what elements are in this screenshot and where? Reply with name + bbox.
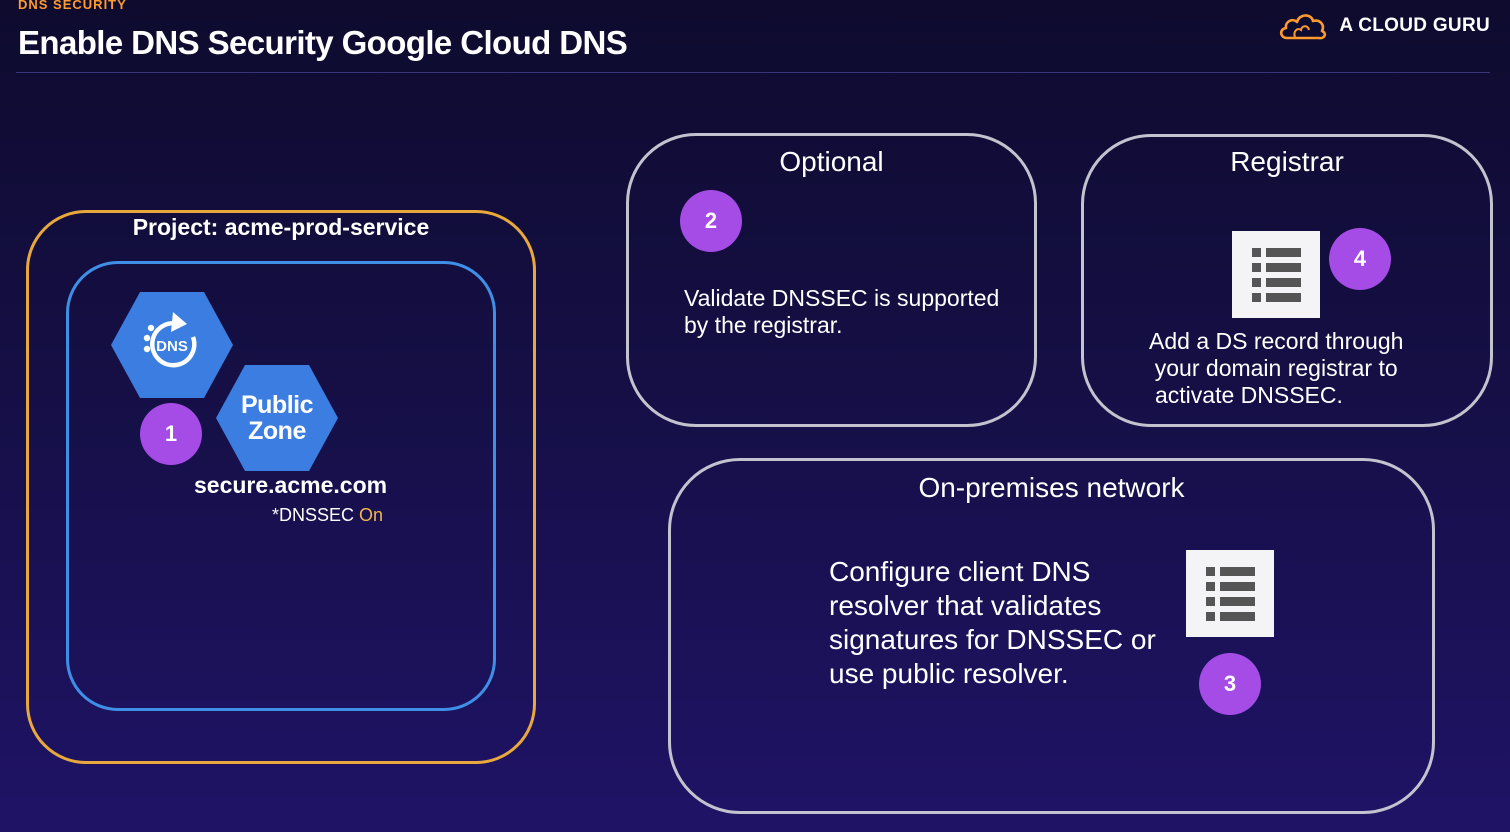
resolver-list-icon: [1186, 550, 1274, 637]
project-container: [26, 210, 536, 764]
brand-name: A CLOUD GURU: [1339, 15, 1490, 36]
onprem-line-2: resolver that validates: [829, 590, 1102, 621]
section-eyebrow: DNS SECURITY: [18, 0, 127, 12]
title-divider: [16, 72, 1490, 73]
optional-line-2: by the registrar.: [684, 312, 843, 338]
optional-title: Optional: [779, 146, 884, 177]
dnssec-prefix: *DNSSEC: [272, 505, 355, 525]
project-label: Project: acme-prod-service: [132, 214, 430, 240]
public-zone-label: Public Zone: [216, 392, 338, 444]
dnssec-status: *DNSSEC On: [272, 505, 383, 526]
dns-zone-container: [66, 261, 496, 711]
step-badge-2: 2: [680, 190, 742, 252]
registrar-card: [1081, 134, 1493, 427]
dnssec-state: On: [359, 505, 384, 525]
zone-line-1: Public: [240, 391, 314, 419]
optional-line-1: Validate DNSSEC is supported: [684, 285, 1000, 311]
slide-title: Enable DNS Security Google Cloud DNS: [18, 24, 628, 61]
optional-card: [626, 133, 1037, 427]
onprem-line-4: use public resolver.: [829, 658, 1069, 689]
zone-line-2: Zone: [248, 417, 306, 445]
onprem-line-3: signatures for DNSSEC or: [829, 624, 1156, 655]
registrar-line-2: your domain registrar to: [1154, 355, 1398, 381]
onprem-network-card: [668, 458, 1435, 814]
cloud-logo-icon: [1280, 14, 1327, 40]
onprem-line-1: Configure client DNS: [829, 556, 1091, 587]
step-badge-3: 3: [1199, 653, 1261, 715]
registrar-title: Registrar: [1230, 146, 1344, 177]
registrar-line-3: activate DNSSEC.: [1155, 382, 1343, 408]
list-icon: [1252, 248, 1301, 302]
onprem-description: Configure client DNS resolver that valid…: [829, 555, 1156, 691]
zone-domain: secure.acme.com: [194, 472, 388, 498]
cloud-dns-icon: DNS: [111, 292, 233, 398]
registrar-line-1: Add a DS record through: [1149, 328, 1404, 354]
public-zone-hexagon: [216, 365, 338, 471]
step-badge-1: 1: [140, 403, 202, 465]
list-icon: [1206, 567, 1255, 621]
ds-record-list-icon: [1232, 231, 1320, 318]
optional-description: Validate DNSSEC is supported by the regi…: [684, 285, 999, 339]
brand-logo: A CLOUD GURU: [1277, 10, 1490, 42]
dns-icon-text: DNS: [156, 338, 188, 355]
step-badge-4: 4: [1329, 228, 1391, 290]
registrar-description: Add a DS record through your domain regi…: [1149, 328, 1403, 409]
onprem-title: On-premises network: [918, 472, 1185, 503]
